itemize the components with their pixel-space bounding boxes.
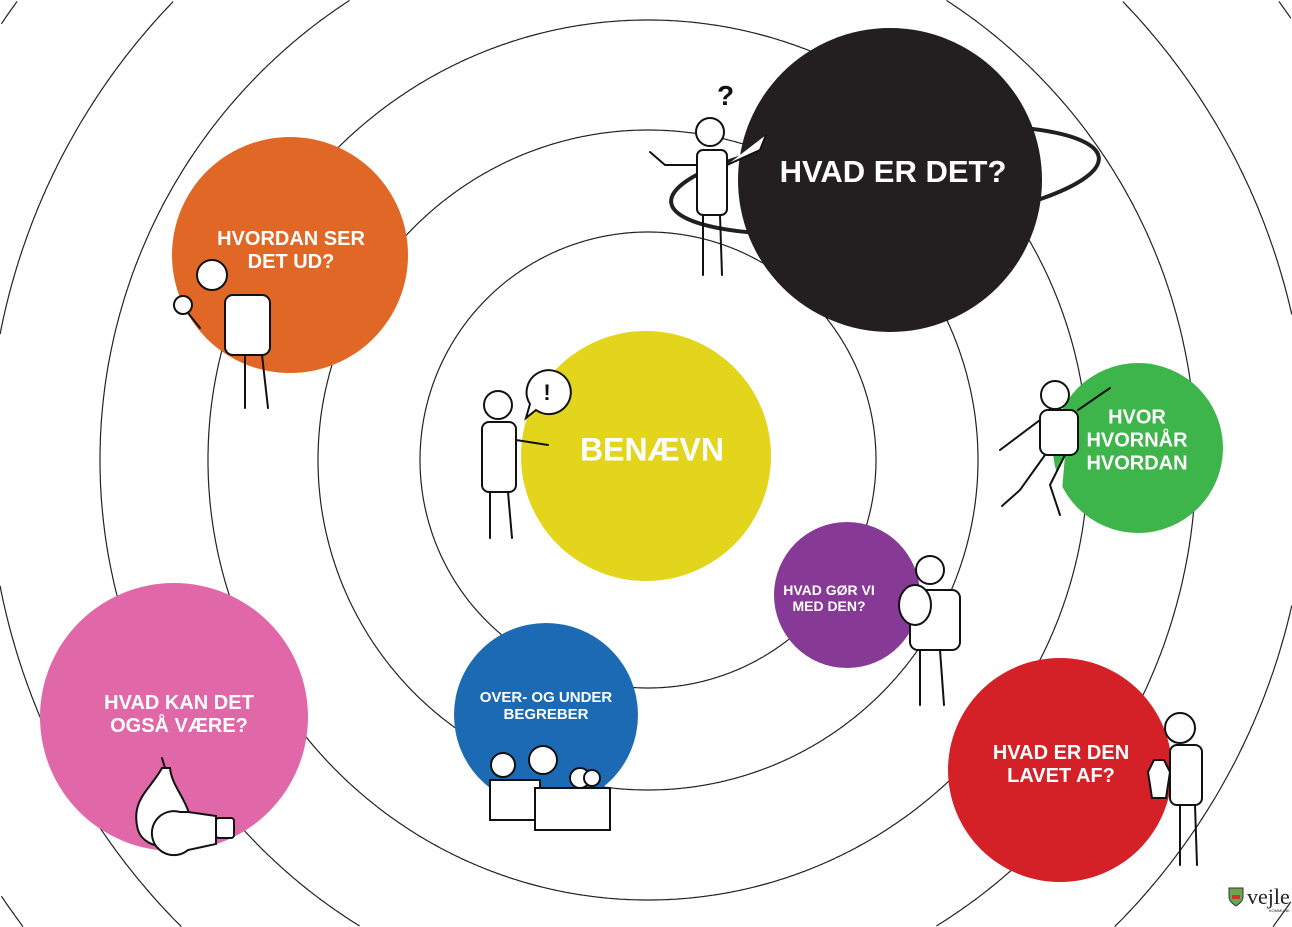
logo-subtitle: KOMMUNE <box>1268 908 1290 913</box>
topic-circle-do <box>774 522 920 668</box>
figures <box>135 117 1203 866</box>
scientist-person-icon <box>1146 712 1203 866</box>
speaking-person-icon <box>481 369 572 539</box>
label-line: MED DEN? <box>792 598 866 614</box>
lightbulb-person-icon <box>898 555 961 706</box>
topic-circle-also <box>40 583 308 851</box>
planet-ring <box>669 123 1101 237</box>
label-line: OVER- OG UNDER <box>479 688 613 706</box>
topic-label-do: HVAD GØR VI MED DEN? <box>783 582 875 614</box>
coat-of-arms-icon <box>1228 887 1244 907</box>
vejle-logo: vejle KOMMUNE <box>1228 884 1290 913</box>
label-line: BEGREBER <box>503 706 589 723</box>
topic-label-also: HVAD KAN DET OGSÅ VÆRE? <box>104 692 254 738</box>
confused-person-icon <box>649 117 767 276</box>
boxes-with-animals-icon <box>489 745 611 831</box>
reaching-person-icon <box>999 380 1111 516</box>
magnifier-person-icon <box>173 259 271 409</box>
center-circle <box>521 331 771 581</box>
topic-label-where: HVOR HVORNÅR HVORDAN <box>1086 407 1187 476</box>
label-line: OGSÅ VÆRE? <box>110 715 248 737</box>
label-line: LAVET AF? <box>1007 765 1115 787</box>
topic-circle-where <box>1053 363 1223 533</box>
orbit-ring <box>419 231 877 689</box>
label-line: DET UD? <box>247 251 335 273</box>
topic-label-look: HVORDAN SER DET UD? <box>217 228 365 274</box>
center-label: BENÆVN <box>579 431 725 468</box>
topic-label-what: HVAD ER DET? <box>779 154 1007 190</box>
label-line: HVOR <box>1108 406 1166 429</box>
label-line: HVORDAN SER <box>217 228 365 250</box>
topic-circle-made <box>948 658 1172 882</box>
topic-label-overunder: OVER- OG UNDER BEGREBER <box>480 689 613 724</box>
topic-label-made: HVAD ER DEN LAVET AF? <box>993 742 1129 788</box>
question-mark-icon: ? <box>717 80 734 111</box>
label-line: HVAD KAN DET <box>104 692 254 714</box>
label-line: HVORDAN <box>1086 452 1188 475</box>
pear-and-lightbulb-icon <box>135 757 235 857</box>
label-line: HVORNÅR <box>1086 429 1188 452</box>
label-line: HVAD ER DEN <box>992 742 1130 764</box>
label-line: HVAD GØR VI <box>783 581 875 598</box>
topic-circle-what <box>738 28 1042 332</box>
logo-wordmark: vejle <box>1247 884 1290 909</box>
exclamation-icon: ! <box>543 380 550 405</box>
